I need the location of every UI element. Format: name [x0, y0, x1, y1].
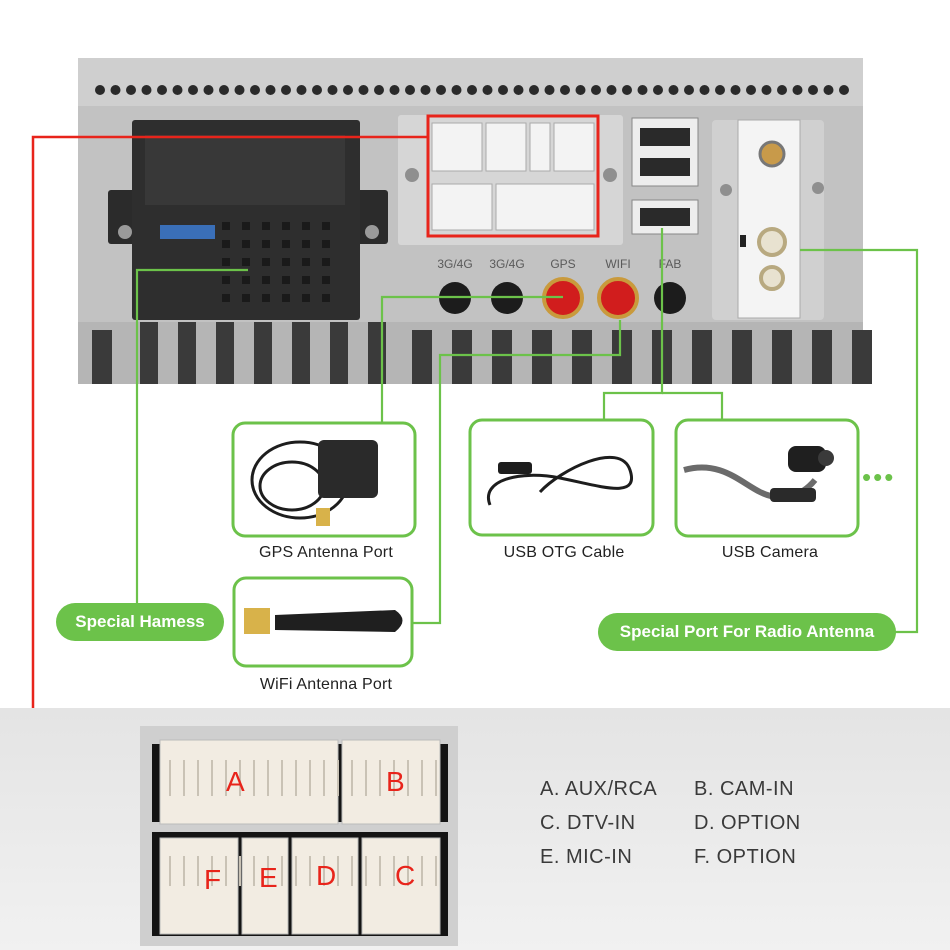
- vent-holes: [95, 85, 849, 95]
- connector-letter-a: A: [226, 766, 245, 797]
- port-label-4: FAB: [659, 257, 682, 271]
- usb-camera-caption: USB Camera: [721, 544, 819, 561]
- usb-otg-caption: USB OTG Cable: [503, 544, 625, 561]
- more-indicator: •••: [862, 462, 896, 492]
- gps-antenna-image: [250, 440, 378, 526]
- white-connector-block: [431, 122, 595, 231]
- port-label-0: 3G/4G: [437, 257, 472, 271]
- usb-leader-line: [602, 228, 664, 420]
- usb-camera-box: [674, 418, 860, 538]
- legend-f: F. OPTION: [694, 846, 797, 868]
- legend-a: A. AUX/RCA: [540, 778, 658, 800]
- antenna-port-4: [654, 282, 686, 314]
- blue-fuse: [160, 225, 215, 239]
- connector-closeup: [140, 726, 458, 946]
- diagram-canvas: 3G/4G 3G/4G GPS WIFI FAB: [31, 58, 919, 710]
- red-leader-line: [31, 135, 428, 710]
- wifi-leader-line: [412, 320, 622, 625]
- legend-d: D. OPTION: [694, 812, 801, 834]
- gps-caption: GPS Antenna Port: [259, 544, 393, 561]
- connector-letter-e: E: [259, 862, 278, 893]
- radio-antenna-callout: Special Port For Radio Antenna: [598, 613, 896, 651]
- usb-camera-image: [683, 446, 834, 502]
- antenna-port-3: [597, 277, 639, 319]
- legend-c: C. DTV-IN: [540, 812, 636, 834]
- legend-e: E. MIC-IN: [540, 846, 633, 868]
- wifi-antenna-image: [244, 608, 403, 634]
- special-harness-callout: Special Hamess: [56, 603, 224, 641]
- port-label-1: 3G/4G: [489, 257, 524, 271]
- connector-letter-f: F: [204, 864, 222, 895]
- harness-leader-line: [135, 268, 248, 605]
- usb-otg-image: [486, 455, 634, 506]
- gps-leader-line: [380, 295, 563, 423]
- radio-leader-line: [800, 248, 919, 634]
- legend-b: B. CAM-IN: [694, 778, 795, 800]
- port-label-3: WIFI: [605, 257, 630, 271]
- connector-letter-b: B: [386, 766, 405, 797]
- connector-letter-c: C: [395, 860, 416, 891]
- connector-letter-d: D: [316, 860, 337, 891]
- usb-ports: [631, 117, 699, 235]
- wifi-caption: WiFi Antenna Port: [259, 676, 393, 693]
- radio-antenna-module: [712, 119, 824, 320]
- harness-connector: [108, 120, 388, 320]
- port-label-2: GPS: [550, 257, 575, 271]
- connector-highlight-box: [426, 114, 600, 238]
